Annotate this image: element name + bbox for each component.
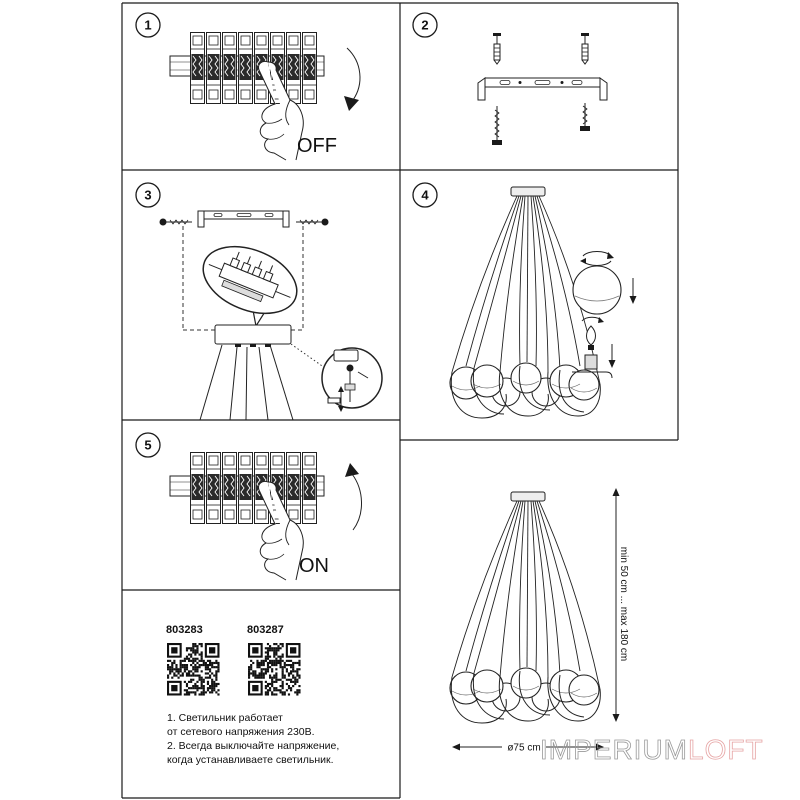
- dimension-drawing: min 50 cm ... max 180 cm ø75 cm: [449, 488, 629, 754]
- step-4-badge: [412, 182, 438, 208]
- step-3-number: 3: [144, 188, 151, 203]
- step-1-badge: [135, 12, 161, 38]
- qr-finder-pattern: [248, 643, 263, 658]
- watermark-part-2: LOFT: [688, 734, 764, 765]
- product-info-panel: 803283 803287 1. Светильник работает от …: [166, 624, 339, 766]
- zoom-leader: [290, 343, 326, 369]
- diameter-label: ø75 cm: [507, 743, 540, 754]
- arrow-head: [452, 743, 460, 751]
- screw-icon: [492, 103, 590, 145]
- step-2-badge: [412, 12, 438, 38]
- label-background: [502, 739, 546, 754]
- step-5-panel: 5 ON: [135, 432, 362, 580]
- qr-code-icon: [167, 643, 220, 696]
- ceiling-bracket-icon: [197, 210, 290, 228]
- screw-icon: [159, 218, 329, 226]
- mounting-bracket-icon: [477, 77, 608, 101]
- arrow-head: [612, 714, 620, 722]
- arrow-head: [612, 488, 620, 496]
- terminal-block-callout: [202, 245, 298, 328]
- step-2-number: 2: [421, 18, 428, 33]
- off-label: OFF: [297, 135, 337, 157]
- on-label: ON: [299, 555, 329, 577]
- step-1-panel: 1 OFF: [135, 12, 361, 160]
- qr-finder-pattern: [167, 643, 182, 658]
- canopy-icon: [214, 324, 292, 347]
- step-4-panel: 4: [412, 182, 637, 419]
- step-5-number: 5: [144, 438, 151, 453]
- height-label: min 50 cm ... max 180 cm: [618, 547, 629, 661]
- suspension-cables: [199, 344, 294, 421]
- step-2-panel: 2: [412, 12, 608, 145]
- chandelier-icon: [449, 491, 601, 724]
- wall-anchor-icon: [493, 33, 589, 65]
- step-1-number: 1: [144, 18, 151, 33]
- note-line-2: от сетевого напряжения 230В.: [167, 726, 315, 738]
- qr-code-icon: [248, 643, 301, 696]
- qr-finder-pattern: [248, 680, 263, 696]
- note-line-4: когда устанавливаете светильник.: [167, 754, 334, 766]
- step-5-badge: [135, 432, 161, 458]
- step-4-number: 4: [421, 188, 429, 203]
- turn-down-arrow-icon: [346, 47, 361, 101]
- turn-up-arrow-icon: [351, 473, 362, 531]
- qr-finder-pattern: [167, 680, 182, 696]
- note-line-1: 1. Светильник работает: [167, 712, 283, 724]
- watermark-part-1: IMPERIUM: [540, 734, 688, 765]
- arrow-head: [345, 463, 359, 477]
- bulb-install-icon: [572, 251, 637, 379]
- panel-frame: [121, 2, 679, 799]
- brand-watermark: IMPERIUMLOFT: [540, 734, 764, 765]
- step-3-badge: [135, 182, 161, 208]
- product-code-803287: 803287: [247, 624, 284, 636]
- note-line-3: 2. Всегда выключайте напряжение,: [167, 740, 339, 752]
- product-code-803283: 803283: [166, 624, 203, 636]
- qr-finder-pattern: [285, 643, 301, 658]
- arrow-head: [596, 743, 604, 751]
- qr-finder-pattern: [204, 643, 220, 658]
- alignment-guide: [182, 226, 304, 331]
- arrow-head: [344, 96, 359, 111]
- step-3-panel: 3: [135, 182, 383, 421]
- cable-adjust-callout: [321, 347, 383, 412]
